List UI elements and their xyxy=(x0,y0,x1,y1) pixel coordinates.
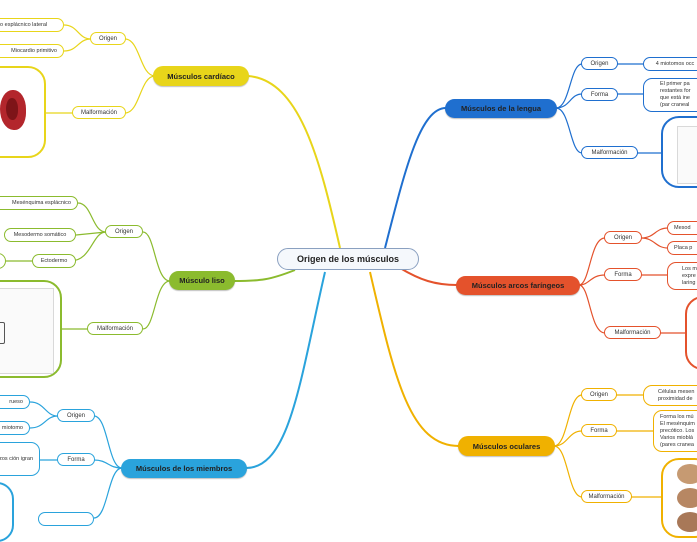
branch-tongue-muscles[interactable]: Músculos de la lengua xyxy=(445,99,557,118)
smooth-origin-node[interactable]: Origen xyxy=(105,225,143,238)
limbs-origin-item-2[interactable]: miotomo xyxy=(0,421,30,435)
ocular-form-node[interactable]: Forma xyxy=(581,424,617,437)
link-ocular-form xyxy=(553,430,583,447)
cardiac-malformation-image-box xyxy=(0,66,46,158)
link-cardiac-malformation xyxy=(124,75,156,114)
tongue-form-text[interactable]: El primer pa restantes for que está ine … xyxy=(643,78,697,112)
image-frame-icon xyxy=(0,322,5,344)
link-smooth-malformation xyxy=(142,280,171,330)
limbs-form-node[interactable]: Forma xyxy=(57,453,95,466)
link-limbs-extra xyxy=(93,467,123,519)
link-pharyngeal-origin xyxy=(578,237,606,286)
link-center-tongue xyxy=(384,107,447,249)
branch-cardiac-muscles[interactable]: Músculos cardíaco xyxy=(153,66,249,86)
link-l-origin-item2 xyxy=(29,415,59,429)
branch-pharyngeal-arch-muscles[interactable]: Músculos arcos faríngeos xyxy=(456,276,580,295)
ocular-origin-text[interactable]: Células mesen proximidad de xyxy=(643,385,697,406)
tongue-malformation-node[interactable]: Malformación xyxy=(581,146,638,159)
link-ocular-origin xyxy=(553,394,583,447)
limbs-form-text[interactable]: zos ción igran xyxy=(0,442,40,476)
link-p-origin-item1 xyxy=(640,227,669,239)
ocular-form-text[interactable]: Forma los mú El mesénquim precótico. Los… xyxy=(653,410,697,452)
smooth-malformation-image xyxy=(0,288,54,374)
link-center-smooth xyxy=(233,269,296,282)
tongue-origin-node[interactable]: Origen xyxy=(581,57,618,70)
pharyngeal-form-node[interactable]: Forma xyxy=(604,268,642,281)
link-s-origin-item1 xyxy=(77,202,107,233)
link-pharyngeal-form xyxy=(578,274,606,286)
eye-photo-2 xyxy=(677,488,697,508)
link-smooth-origin xyxy=(142,231,171,282)
tongue-malformation-image xyxy=(677,126,697,184)
link-limbs-form xyxy=(93,459,123,469)
ocular-origin-node[interactable]: Origen xyxy=(581,388,617,401)
eye-photo-3 xyxy=(677,512,697,532)
pharyngeal-origin-item-1[interactable]: Mesod xyxy=(667,221,697,235)
pharyngeal-malformation-image-box xyxy=(685,296,697,370)
pharyngeal-malformation-node[interactable]: Malformación xyxy=(604,326,661,339)
link-l-origin-item1 xyxy=(29,401,59,417)
cardiac-origin-item-2[interactable]: Miocardio primitivo xyxy=(0,44,64,58)
smooth-malformation-node[interactable]: Malformación xyxy=(87,322,143,335)
link-origin-item1 xyxy=(63,24,92,40)
ocular-malformation-image-box xyxy=(661,458,697,538)
pharyngeal-origin-node[interactable]: Origen xyxy=(604,231,642,244)
link-tongue-form xyxy=(555,93,583,109)
tongue-form-node[interactable]: Forma xyxy=(581,88,618,101)
link-origin-item2 xyxy=(63,38,92,52)
link-center-pharyngeal xyxy=(399,267,458,286)
tongue-malformation-image-box xyxy=(661,116,697,188)
link-tongue-origin xyxy=(555,63,583,109)
smooth-origin-item-1[interactable]: Mesénquima esplácnico xyxy=(0,196,78,210)
smooth-origin-item-3[interactable]: Ectodermo xyxy=(32,254,76,268)
link-p-origin-item2 xyxy=(640,237,669,249)
link-limbs-origin xyxy=(93,415,123,469)
link-center-cardiac xyxy=(247,75,341,249)
tongue-origin-text[interactable]: 4 miotomos occ xyxy=(643,57,697,71)
branch-smooth-muscle[interactable]: Músculo liso xyxy=(169,271,235,290)
link-cardiac-origin xyxy=(124,38,156,77)
link-s-origin-item2 xyxy=(75,231,107,236)
cardiac-origin-node[interactable]: Origen xyxy=(90,32,126,45)
ocular-malformation-node[interactable]: Malformación xyxy=(581,490,632,503)
smooth-origin-item-2[interactable]: Mesodermo somático xyxy=(4,228,76,242)
limbs-origin-item-1[interactable]: rueso xyxy=(0,395,30,409)
central-topic[interactable]: Origen de los músculos xyxy=(277,248,419,270)
cardiac-malformation-node[interactable]: Malformación xyxy=(72,106,126,119)
limbs-origin-node[interactable]: Origen xyxy=(57,409,95,422)
branch-limb-muscles[interactable]: Músculos de los miembros xyxy=(121,459,247,478)
link-center-limbs xyxy=(245,271,326,469)
link-ocular-malformation xyxy=(553,445,583,498)
eye-photo-1 xyxy=(677,464,697,484)
connector-lines xyxy=(6,24,686,519)
link-tongue-malformation xyxy=(555,107,583,154)
link-pharyngeal-malformation xyxy=(578,284,606,334)
pharyngeal-form-text[interactable]: Los m expre laring xyxy=(667,262,697,290)
pharyngeal-origin-item-2[interactable]: Placa p xyxy=(667,241,697,255)
limbs-image-box xyxy=(0,482,14,542)
limbs-extra-node[interactable] xyxy=(38,512,94,526)
heart-illustration-detail xyxy=(6,98,18,120)
cardiac-origin-item-1[interactable]: no esplácnico lateral xyxy=(0,18,64,32)
smooth-malformation-image-box xyxy=(0,280,62,378)
link-center-ocular xyxy=(369,271,460,447)
branch-ocular-muscles[interactable]: Músculos oculares xyxy=(458,436,555,456)
